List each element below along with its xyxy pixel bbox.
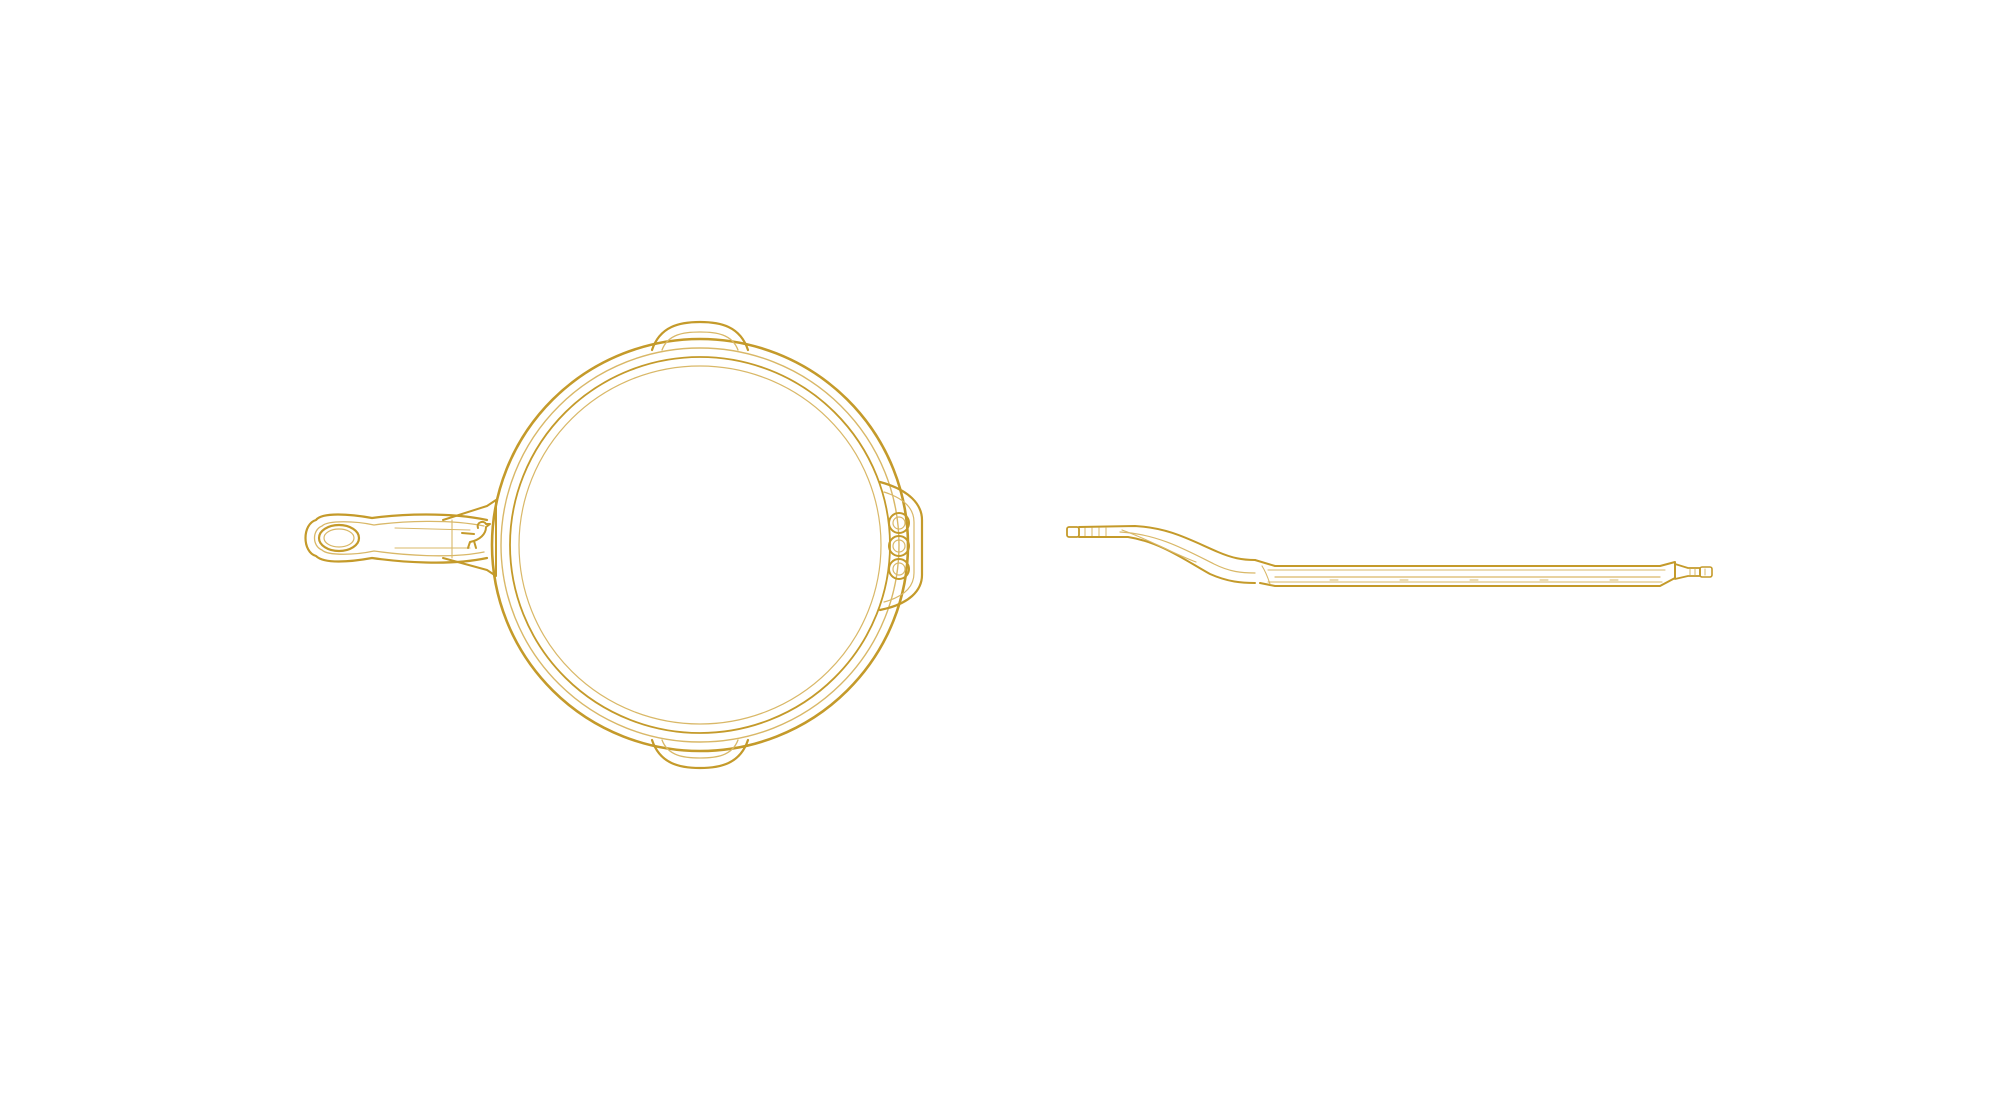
helper-handle-holes <box>888 512 910 580</box>
side-handle-tip <box>1066 526 1107 538</box>
skillet-side-view <box>1066 525 1713 587</box>
helper-handle <box>878 480 924 612</box>
pour-spout-bottom <box>650 738 750 770</box>
pan-rim <box>490 337 910 753</box>
pour-spout-top <box>650 320 750 352</box>
bird-logo-icon <box>461 520 491 549</box>
side-helper-handle <box>1674 563 1713 580</box>
skillet-top-view <box>304 320 924 770</box>
handle-neck <box>442 499 497 577</box>
side-handle <box>1078 525 1256 584</box>
hanging-hole <box>317 523 361 553</box>
cooking-surface <box>518 365 882 725</box>
handle <box>304 513 489 564</box>
side-pan-body <box>1254 559 1676 587</box>
